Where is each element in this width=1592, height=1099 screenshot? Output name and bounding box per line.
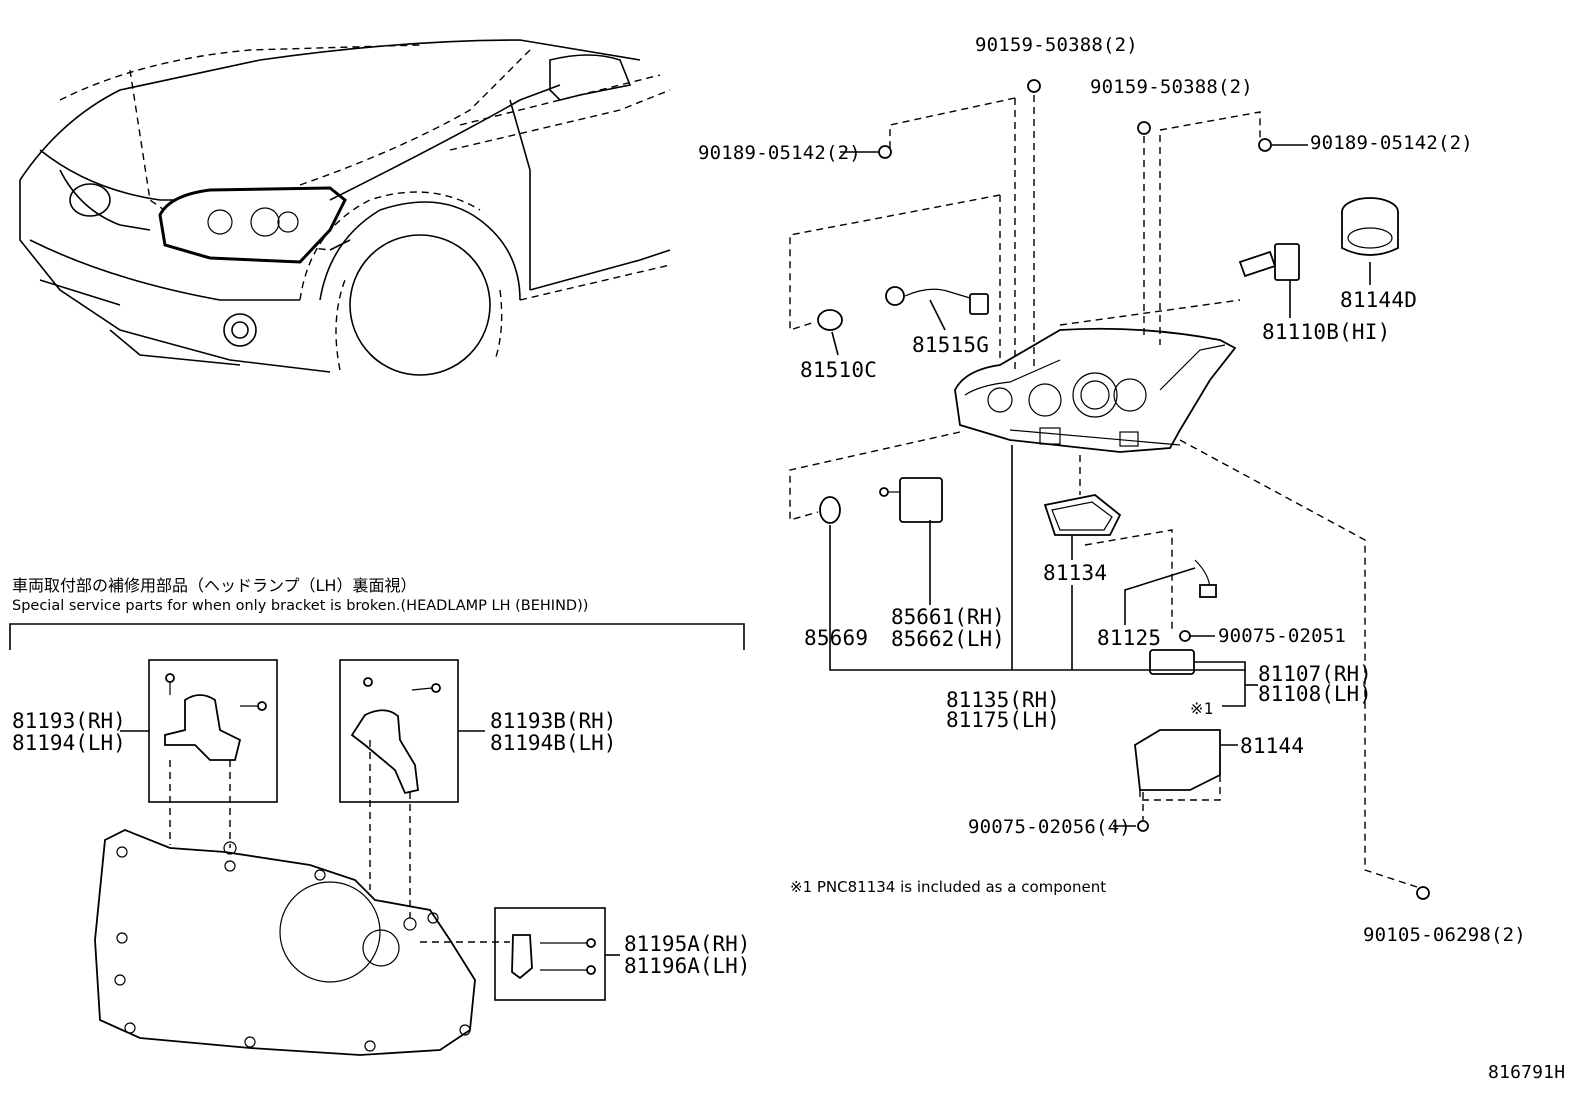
part-label-81135-81175[interactable]: 81135(RH) 81175(LH) [946,688,1060,732]
part-label-81107-81108[interactable]: 81107(RH) 81108(LH) [1258,662,1372,706]
car-front-illustration [19,39,671,376]
part-label-81135: 81135(RH) [946,688,1060,712]
part-label-81195a: 81195A(RH) [624,932,751,956]
part-label-81194b: 81194B(LH) [490,731,617,755]
part-label-81125[interactable]: 81125 [1097,626,1162,650]
part-label-81510c[interactable]: 81510C [800,358,878,382]
diagram-id: 816791H [1488,1062,1566,1083]
part-label-81175: 81175(LH) [946,708,1060,732]
part-label-81195a-81196a[interactable]: 81195A(RH) 81196A(LH) [624,933,750,977]
part-label-90159-50388-b[interactable]: 90159-50388(2) [1090,76,1253,98]
part-label-90189-05142-a[interactable]: 90189-05142(2) [698,142,861,164]
part-label-81193b: 81193B(RH) [490,709,617,733]
part-label-81144d[interactable]: 81144D [1340,288,1418,312]
part-label-81144[interactable]: 81144 [1240,734,1305,758]
headlamp-exploded-view [789,79,1430,900]
part-label-85662: 85662(LH) [891,627,1005,651]
part-label-90105-06298[interactable]: 90105-06298(2) [1363,924,1526,946]
part-label-81194: 81194(LH) [12,731,126,755]
part-label-81193-81194[interactable]: 81193(RH) 81194(LH) [12,710,126,754]
part-label-90075-02051[interactable]: 90075-02051 [1218,625,1347,647]
part-label-81193b-81194b[interactable]: 81193B(RH) 81194B(LH) [490,710,616,754]
part-label-81107: 81107(RH) [1258,662,1372,686]
part-label-85661-85662[interactable]: 85661(RH) 85662(LH) [891,606,1005,650]
part-label-90159-50388-a[interactable]: 90159-50388(2) [975,34,1138,56]
part-label-81134[interactable]: 81134 [1043,561,1108,585]
part-label-85669[interactable]: 85669 [804,626,869,650]
part-label-85661: 85661(RH) [891,605,1005,629]
special-note-en: Special service parts for when only brac… [12,598,589,614]
part-label-81110b[interactable]: 81110B(HI) [1262,320,1391,344]
part-label-90075-02056[interactable]: 90075-02056(4) [968,816,1131,838]
part-label-81108: 81108(LH) [1258,682,1372,706]
footnote-pnc: ※1 PNC81134 is included as a component [790,878,1107,896]
part-label-81515g[interactable]: 81515G [912,333,990,357]
marker-note-1: ※1 [1190,699,1214,718]
special-service-section [9,623,745,1056]
part-label-81193: 81193(RH) [12,709,126,733]
plate-holes [114,841,471,1052]
special-note-jp: 車両取付部の補修用部品（ヘッドランプ（LH）裏面視） [12,576,417,595]
part-label-81196a: 81196A(LH) [624,954,751,978]
screw-icons [878,79,1430,900]
part-label-90189-05142-b[interactable]: 90189-05142(2) [1310,132,1473,154]
